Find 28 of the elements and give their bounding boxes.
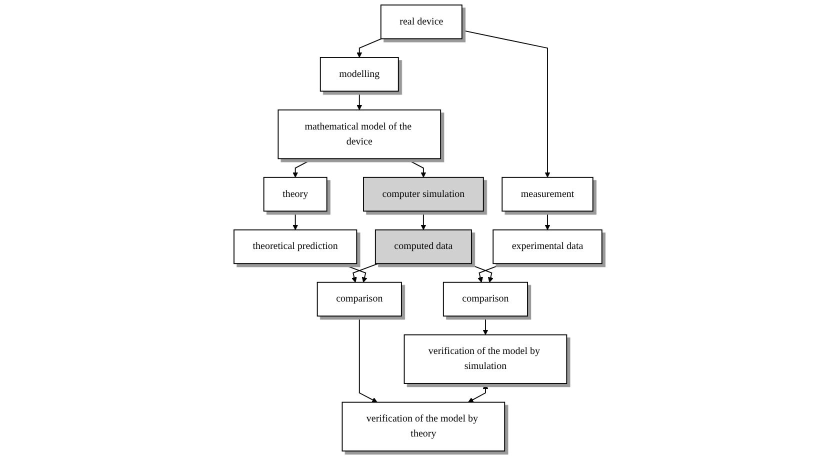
arrow <box>351 263 378 283</box>
node-box: real device <box>380 4 462 40</box>
arrow <box>420 210 426 230</box>
node-box: comparison <box>442 282 528 317</box>
arrow <box>356 38 382 58</box>
node-box: comparison <box>316 282 402 317</box>
node-box: modelling <box>319 57 398 92</box>
arrow <box>340 263 367 283</box>
node-box: verification of the model by simulation <box>403 334 567 384</box>
arrow <box>468 384 488 403</box>
arrow <box>292 210 298 230</box>
node-box: theory <box>262 176 327 212</box>
node-box: experimental data <box>492 229 602 264</box>
arrow <box>292 158 314 178</box>
arrow <box>482 316 488 336</box>
node-box: computer simulation <box>362 176 484 212</box>
arrow <box>404 158 426 178</box>
arrow <box>461 30 550 178</box>
node-box: mathematical model of the device <box>277 109 441 160</box>
arrow <box>477 263 504 283</box>
arrow <box>466 263 493 283</box>
arrow <box>358 316 377 403</box>
node-box: measurement <box>501 176 593 212</box>
node-box: verification of the model by theory <box>341 402 505 452</box>
node-box: theoretical prediction <box>233 229 357 264</box>
arrow <box>544 210 550 230</box>
node-box: computed data <box>374 229 472 264</box>
arrow <box>356 90 362 110</box>
